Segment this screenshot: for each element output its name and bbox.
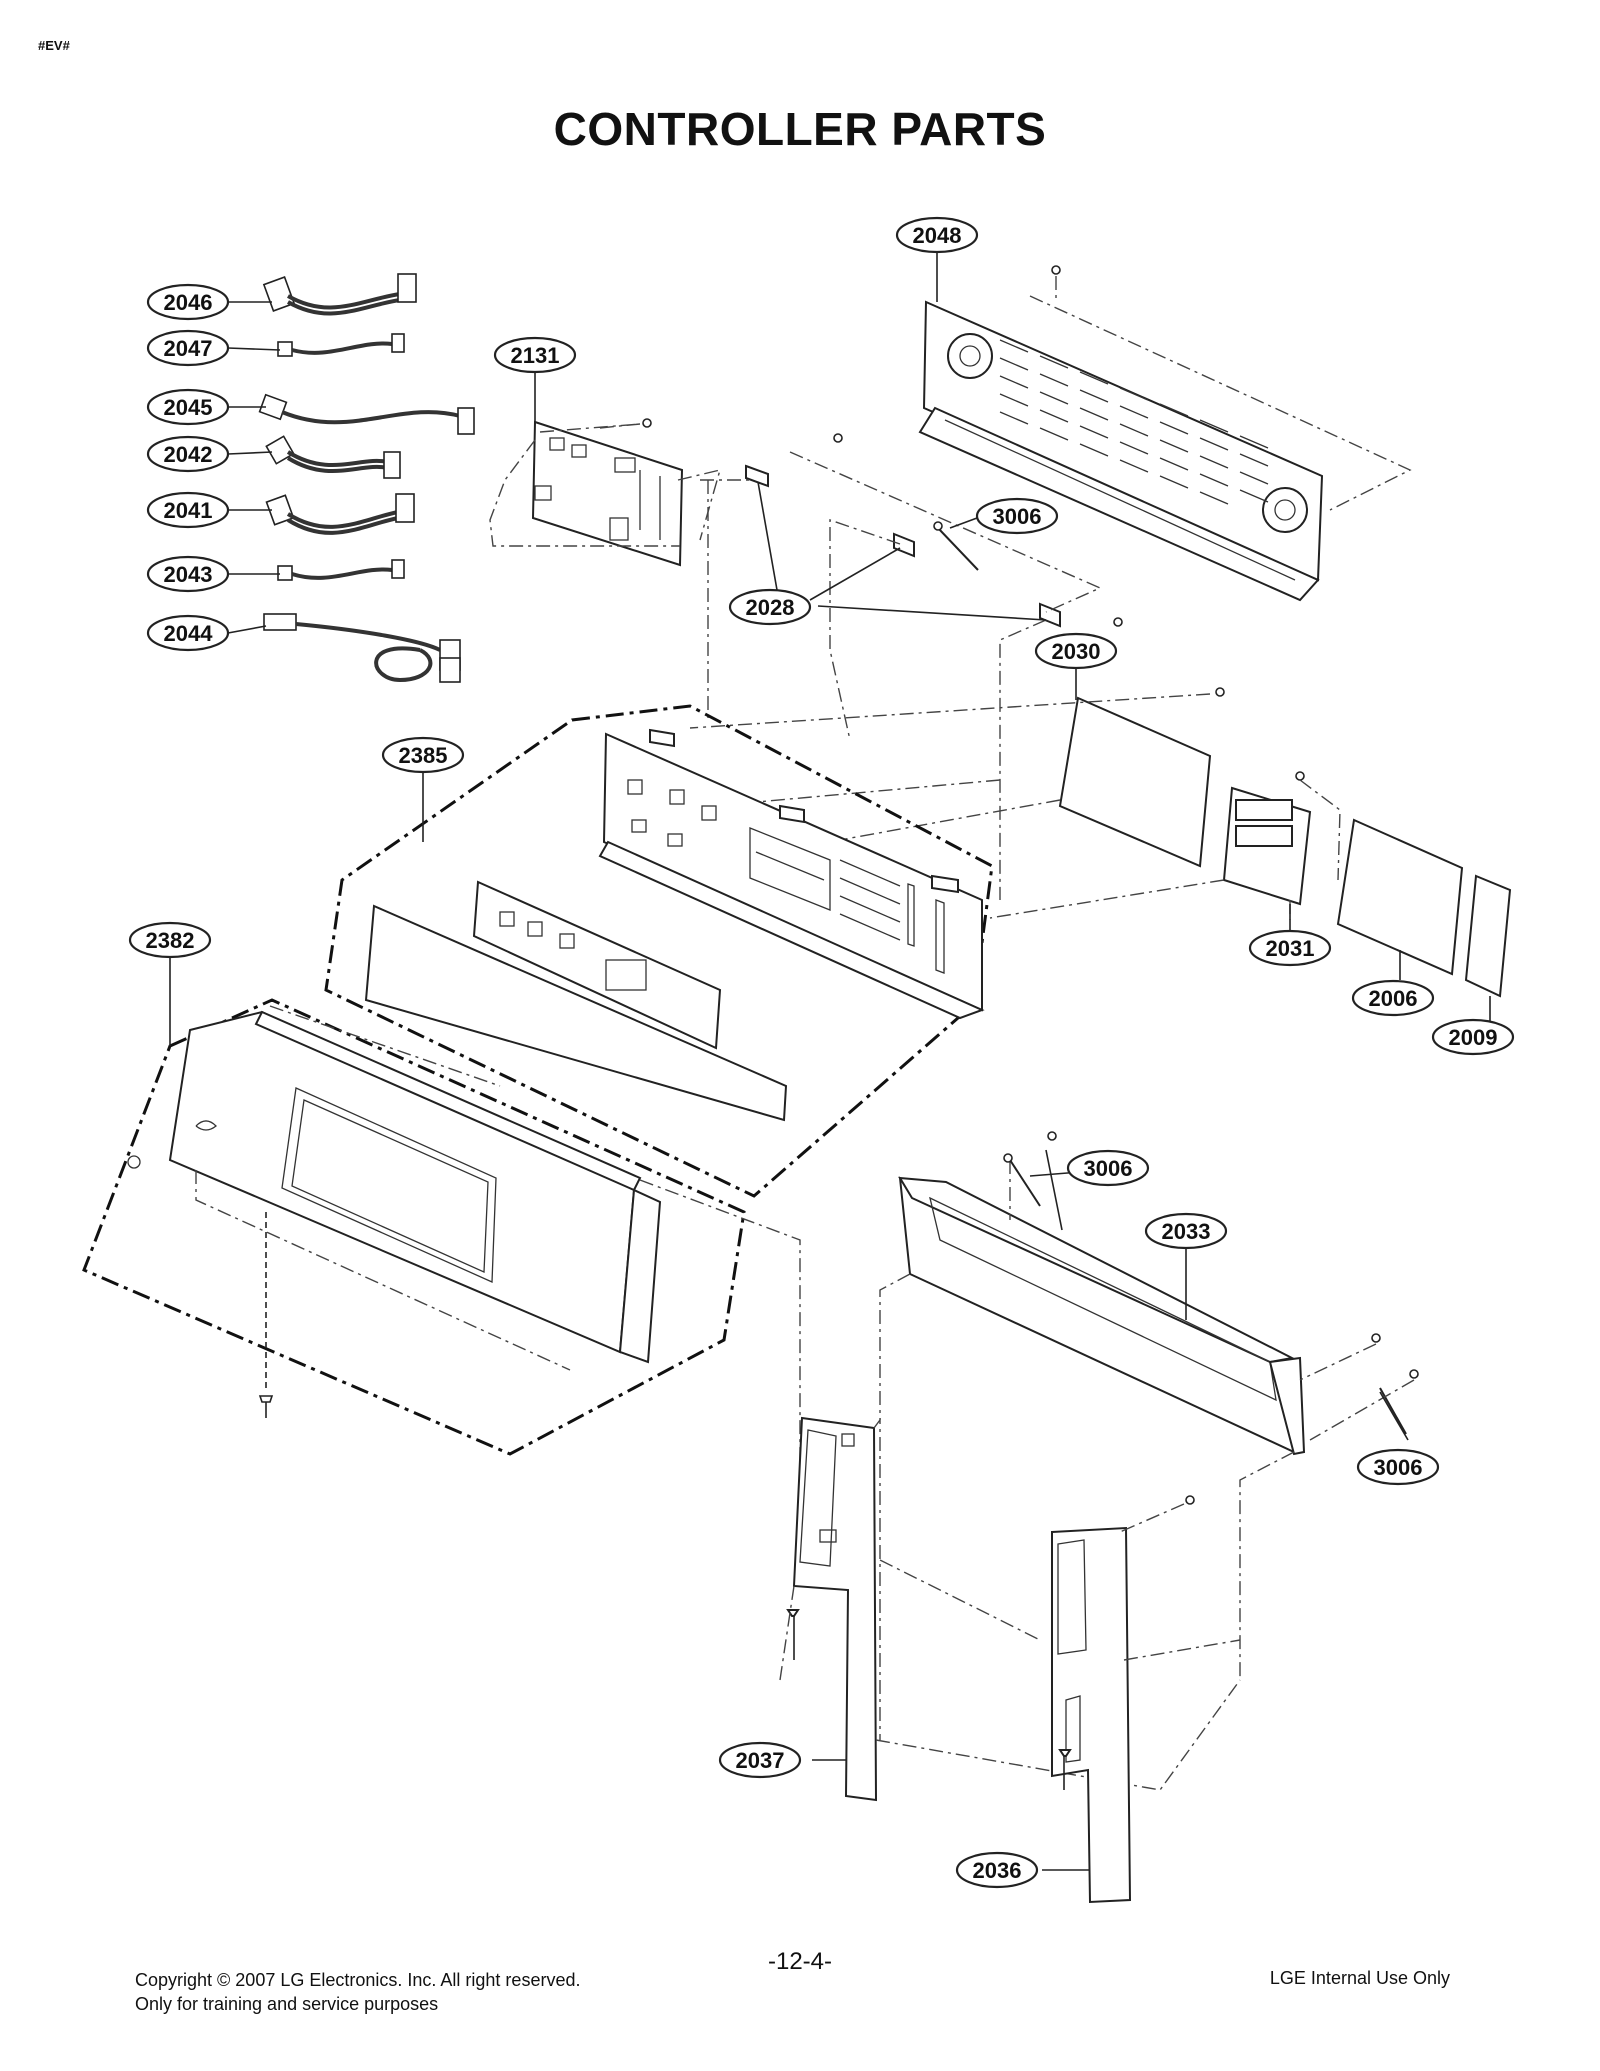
svg-text:2031: 2031 <box>1266 936 1315 961</box>
callout-2036: 2036 <box>955 1851 1039 1889</box>
purpose-text: Only for training and service purposes <box>135 1994 439 2014</box>
callout-2382: 2382 <box>128 921 212 959</box>
control-frame-assembly-2385 <box>324 704 994 1198</box>
callout-2028: 2028 <box>728 588 812 626</box>
callout-2131: 2131 <box>493 336 577 374</box>
spring-pin-3006-mid <box>1003 1153 1081 1207</box>
wire-harness-2047 <box>277 333 405 357</box>
callout-2385: 2385 <box>381 736 465 774</box>
svg-text:2131: 2131 <box>511 343 560 368</box>
svg-text:2041: 2041 <box>164 498 213 523</box>
side-rail-2033 <box>879 1131 1306 1680</box>
callout-3006-mid: 3006 <box>1066 1149 1150 1187</box>
svg-text:2385: 2385 <box>399 743 448 768</box>
callout-2043: 2043 <box>146 555 280 593</box>
callout-2030: 2030 <box>1034 632 1118 670</box>
end-bracket-2037 <box>779 1416 1241 1802</box>
callout-3006-top: 3006 <box>975 497 1059 535</box>
svg-text:2045: 2045 <box>164 395 213 420</box>
svg-text:2033: 2033 <box>1162 1219 1211 1244</box>
svg-text:2047: 2047 <box>164 336 213 361</box>
svg-text:2046: 2046 <box>164 290 213 315</box>
rear-vent-panel-2048 <box>918 250 1412 602</box>
end-bracket-2036 <box>1042 1495 1241 1904</box>
plate-2009 <box>1464 874 1512 1024</box>
callout-2041: 2041 <box>146 491 272 529</box>
svg-text:3006: 3006 <box>993 504 1042 529</box>
spring-pin-3006-right <box>1299 1333 1419 1441</box>
wire-harness-2044 <box>263 613 461 683</box>
page-title: CONTROLLER PARTS <box>553 103 1047 155</box>
wire-harness-2041 <box>265 493 415 535</box>
callout-2033: 2033 <box>1144 1212 1228 1250</box>
callout-2037: 2037 <box>718 1741 802 1779</box>
svg-text:2036: 2036 <box>973 1858 1022 1883</box>
board-2031 <box>989 771 1341 930</box>
callout-3006-right: 3006 <box>1356 1448 1440 1486</box>
control-board-2131 <box>489 358 722 567</box>
callout-2045: 2045 <box>146 388 266 426</box>
svg-text:2048: 2048 <box>913 223 962 248</box>
wire-harness-2046 <box>262 273 417 316</box>
callout-2046: 2046 <box>146 283 272 321</box>
spring-pin-3006-top <box>933 517 979 571</box>
plate-2006 <box>1336 818 1464 980</box>
svg-text:2037: 2037 <box>736 1748 785 1773</box>
internal-use-notice: LGE Internal Use Only <box>1269 1968 1450 1988</box>
svg-text:2009: 2009 <box>1449 1025 1498 1050</box>
bracket-2028 <box>700 433 1123 900</box>
callout-2042: 2042 <box>146 435 273 473</box>
callout-2031: 2031 <box>1248 929 1332 967</box>
callout-2048: 2048 <box>895 216 979 254</box>
svg-text:2044: 2044 <box>164 621 214 646</box>
svg-text:2006: 2006 <box>1369 986 1418 1011</box>
copyright-text: Copyright © 2007 LG Electronics. Inc. Al… <box>135 1970 581 1990</box>
display-board-2030 <box>689 666 1225 868</box>
svg-text:2042: 2042 <box>164 442 213 467</box>
page-number: -12-4- <box>767 1948 833 1975</box>
svg-text:3006: 3006 <box>1084 1156 1133 1181</box>
svg-text:3006: 3006 <box>1374 1455 1423 1480</box>
svg-text:2382: 2382 <box>146 928 195 953</box>
svg-text:2028: 2028 <box>746 595 795 620</box>
callout-2044: 2044 <box>146 614 267 652</box>
callout-2047: 2047 <box>146 329 281 367</box>
control-panel-front-2382 <box>82 955 801 1480</box>
wire-harness-2045 <box>258 393 475 435</box>
callout-2009: 2009 <box>1431 1018 1515 1056</box>
svg-text:2043: 2043 <box>164 562 213 587</box>
callout-2006: 2006 <box>1351 979 1435 1017</box>
svg-text:2030: 2030 <box>1052 639 1101 664</box>
wire-harness-2043 <box>277 559 405 581</box>
footer-copyright: Copyright © 2007 LG Electronics. Inc. Al… <box>135 1968 580 2016</box>
wire-harness-2042 <box>265 435 401 479</box>
document-code: #EV# <box>38 38 70 53</box>
